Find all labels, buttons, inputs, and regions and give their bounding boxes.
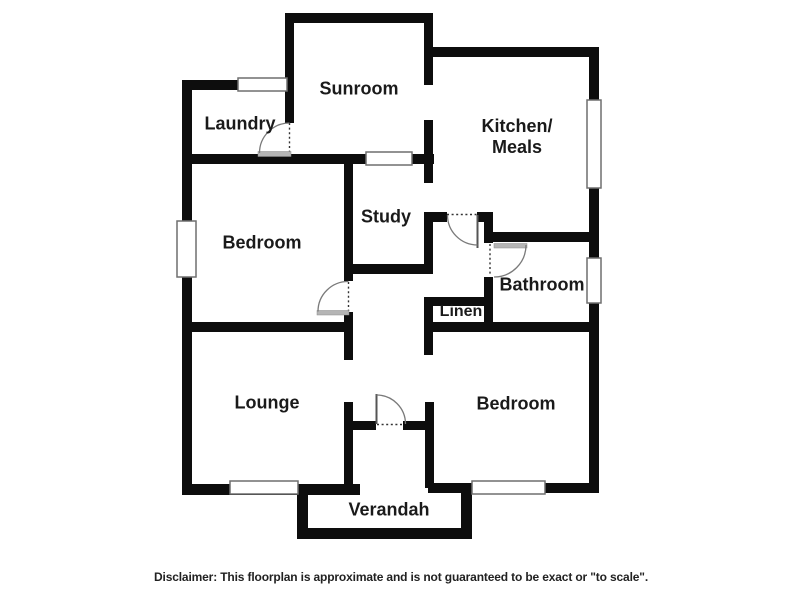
window-kitchen	[586, 99, 602, 189]
window-bathroom	[586, 257, 602, 304]
room-label-kitchen-meals: Kitchen/ Meals	[481, 116, 552, 158]
arc-kitchen-door	[446, 214, 478, 246]
room-label-bedroom-left: Bedroom	[222, 232, 302, 253]
wall-hall-left-upper	[424, 212, 433, 274]
wall-mid-right	[424, 322, 599, 332]
leaf-bathroom-door	[493, 243, 528, 249]
room-label-linen: Linen	[439, 303, 483, 320]
room-label-laundry: Laundry	[204, 113, 276, 134]
window-laundry	[237, 77, 288, 92]
wall-mid-left	[182, 322, 353, 332]
window-sunroom	[365, 151, 413, 166]
door-openings	[288, 123, 491, 426]
wall-sunroom-right-b	[424, 120, 433, 183]
wall-divider-upper	[344, 154, 353, 281]
room-label-study: Study	[360, 206, 412, 227]
wall-outer-right-b	[589, 188, 599, 258]
room-label-kitchen-line2: Meals	[491, 137, 543, 157]
wall-bedroom2-bottom	[545, 483, 599, 493]
door-leaves	[257, 151, 528, 424]
room-label-lounge: Lounge	[234, 392, 300, 413]
arc-bedroom-door	[317, 280, 349, 312]
leaf-laundry-door	[257, 151, 292, 157]
arc-hall-door	[376, 394, 407, 425]
window-bedroom-right	[471, 480, 546, 495]
room-label-verandah: Verandah	[348, 499, 430, 520]
wall-shoulder-right	[428, 483, 472, 493]
wall-sunroom-top	[289, 13, 433, 23]
wall-linen-top	[424, 297, 492, 306]
wall-study-bottom	[344, 264, 433, 274]
wall-sunroom-right-a	[424, 13, 433, 85]
wall-verandah-bottom	[297, 528, 472, 539]
wall-sunroom-left	[285, 13, 294, 123]
wall-outer-right-c	[589, 303, 599, 493]
wall-kitchendoor-left	[424, 212, 447, 222]
disclaimer-text: Disclaimer: This floorplan is approximat…	[153, 570, 649, 584]
door-arcs	[258, 122, 527, 425]
room-label-bathroom: Bathroom	[499, 274, 585, 295]
wall-verandah-left	[297, 485, 308, 539]
arc-bathroom-door	[493, 244, 527, 278]
wall-halldoor-left	[353, 421, 376, 430]
wall-divider-lower	[344, 402, 353, 495]
wall-bathroom-top	[489, 232, 599, 242]
window-lounge	[229, 480, 299, 495]
room-label-sunroom: Sunroom	[319, 78, 399, 99]
windows	[176, 77, 602, 495]
wall-bedroom2-left	[424, 322, 433, 355]
room-label-kitchen-line1: Kitchen/	[481, 116, 553, 136]
wall-bath-left-lower	[484, 277, 493, 322]
wall-hall-right-lower	[425, 402, 434, 488]
window-bedroom-left	[176, 220, 197, 278]
wall-divider-mid	[344, 312, 353, 360]
wall-linen-left	[424, 297, 433, 322]
wall-bath-left-upper	[484, 212, 493, 243]
wall-outer-right-a	[589, 47, 599, 100]
arc-laundry-door	[258, 122, 290, 154]
wall-upper-main	[182, 154, 434, 164]
leaf-bedroom-door	[316, 310, 350, 316]
wall-outer-left	[182, 80, 192, 495]
wall-halldoor-right	[403, 421, 434, 430]
room-label-bedroom-right: Bedroom	[476, 393, 556, 414]
wall-verandah-right	[461, 485, 472, 539]
wall-kitchen-top	[424, 47, 599, 57]
